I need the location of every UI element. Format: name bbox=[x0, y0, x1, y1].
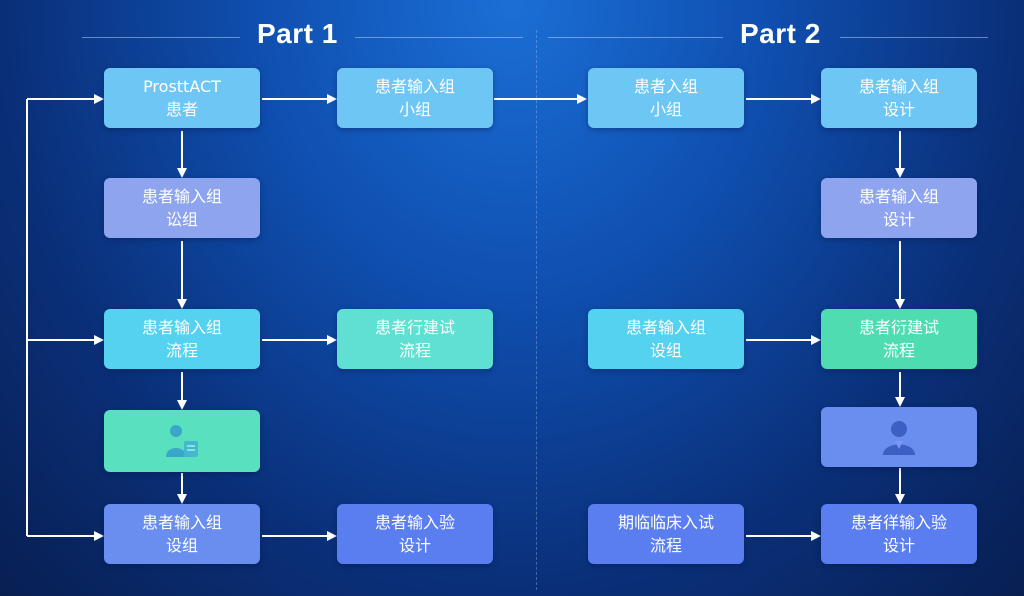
node-line-2: 流程 bbox=[649, 536, 682, 555]
node-line-1: 患者输入组 bbox=[858, 77, 939, 96]
node-line-1: 患者输入组 bbox=[141, 513, 222, 532]
part2-rule-right bbox=[840, 37, 988, 38]
node-line-1: 患者行建试 bbox=[374, 318, 455, 337]
node-input-verify-design-p2: 患者徉输入验 设计 bbox=[821, 504, 977, 564]
node-input-group-small: 患者输入组 小组 bbox=[337, 68, 493, 128]
node-line-1: 患者输入组 bbox=[625, 318, 706, 337]
node-line-1: 患者输入组 bbox=[858, 187, 939, 206]
node-line-2: 小组 bbox=[649, 100, 682, 119]
node-clinical-trial-process: 期临临床入试 流程 bbox=[588, 504, 744, 564]
node-line-2: 流程 bbox=[398, 341, 431, 360]
part-divider bbox=[536, 30, 537, 590]
part1-rule-right bbox=[355, 37, 523, 38]
node-line-2: 患者 bbox=[165, 100, 198, 119]
node-input-group-setup-p2: 患者输入组 设组 bbox=[588, 309, 744, 369]
node-line-2: 设计 bbox=[882, 100, 915, 119]
node-input-group-setup: 患者输入组 设组 bbox=[104, 504, 260, 564]
node-line-1: 患者输入组 bbox=[141, 187, 222, 206]
node-line-2: 流程 bbox=[882, 341, 915, 360]
node-line-1: 期临临床入试 bbox=[617, 513, 714, 532]
node-line-1: 患者输入组 bbox=[141, 318, 222, 337]
node-line-1: 患者徉输入验 bbox=[850, 513, 947, 532]
node-line-2: 讼组 bbox=[165, 210, 198, 229]
part2-rule-left bbox=[548, 37, 723, 38]
node-input-group-design-b: 患者输入组 设计 bbox=[821, 178, 977, 238]
node-trial-process: 患者行建试 流程 bbox=[337, 309, 493, 369]
node-trial-process-p2: 患者衍建试 流程 bbox=[821, 309, 977, 369]
node-input-group-design-a: 患者输入组 设计 bbox=[821, 68, 977, 128]
node-icon-person bbox=[104, 410, 260, 472]
node-enroll-small-group: 患者入组 小组 bbox=[588, 68, 744, 128]
part1-title: Part 1 bbox=[257, 18, 338, 49]
node-line-2: 设组 bbox=[649, 341, 682, 360]
node-line-2: 设计 bbox=[882, 210, 915, 229]
node-line-2: 流程 bbox=[165, 341, 198, 360]
node-line-1: 患者输入组 bbox=[374, 77, 455, 96]
node-prostact-patient: ProsttACT 患者 bbox=[104, 68, 260, 128]
part1-rule-left bbox=[82, 37, 240, 38]
node-line-2: 小组 bbox=[398, 100, 431, 119]
node-line-1: 患者入组 bbox=[633, 77, 698, 96]
node-line-1: 患者衍建试 bbox=[858, 318, 939, 337]
node-line-2: 设计 bbox=[398, 536, 431, 555]
node-icon-avatar bbox=[821, 407, 977, 467]
node-input-group-process: 患者输入组 流程 bbox=[104, 309, 260, 369]
node-line-2: 设计 bbox=[882, 536, 915, 555]
node-input-group-litigation: 患者输入组 讼组 bbox=[104, 178, 260, 238]
node-line-1: 患者输入验 bbox=[374, 513, 455, 532]
node-input-verify-design: 患者输入验 设计 bbox=[337, 504, 493, 564]
person-at-desk-icon bbox=[166, 425, 198, 457]
person-avatar-icon bbox=[883, 421, 915, 455]
part2-title: Part 2 bbox=[740, 18, 821, 49]
node-line-1: ProsttACT bbox=[143, 77, 221, 96]
node-line-2: 设组 bbox=[165, 536, 198, 555]
